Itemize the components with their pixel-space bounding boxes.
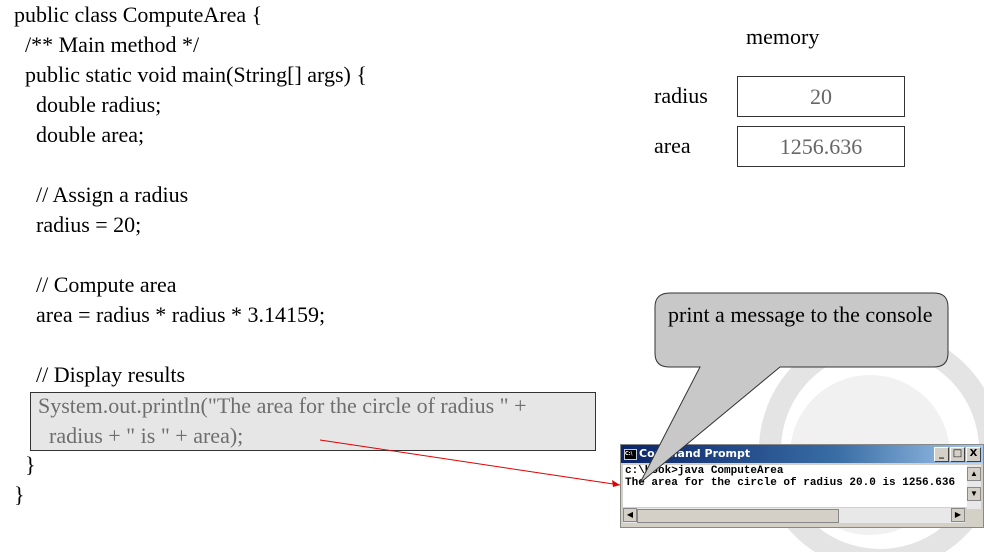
code-line: // Compute area (14, 272, 177, 297)
memory-title: memory (746, 24, 820, 49)
arrow-head (612, 480, 620, 487)
close-button[interactable]: X (966, 447, 981, 462)
callout-bubble (639, 292, 949, 484)
highlighted-statement: System.out.println("The area for the cir… (30, 392, 596, 451)
scroll-left-icon[interactable]: ◀ (623, 508, 637, 522)
minimize-button[interactable]: _ (934, 447, 949, 462)
code-line: radius + " is " + area); (38, 423, 244, 448)
command-prompt-window: C:\ Command Prompt _ □ X c:\book>java Co… (620, 444, 984, 528)
vertical-scrollbar[interactable]: ▲ ▼ (967, 465, 981, 509)
code-line: area = radius * radius * 3.14159; (14, 302, 326, 327)
maximize-button[interactable]: □ (950, 447, 965, 462)
code-line: public static void main(String[] args) { (14, 62, 367, 87)
horizontal-scrollbar[interactable]: ◀ ▶ (623, 508, 965, 523)
memory-var-value: 1256.636 (737, 126, 905, 167)
console-icon: C:\ (624, 449, 637, 460)
scroll-thumb[interactable] (637, 509, 839, 523)
code-line: // Display results (14, 362, 186, 387)
code-line: radius = 20; (14, 212, 142, 237)
scroll-right-icon[interactable]: ▶ (951, 508, 965, 522)
memory-var-label: area (654, 133, 691, 158)
callout-text: print a message to the console (668, 302, 933, 327)
memory-var-label: radius (654, 83, 708, 108)
code-line: double radius; (14, 92, 162, 117)
code-line: public class ComputeArea { (14, 2, 263, 27)
title-bar: C:\ Command Prompt _ □ X (621, 445, 983, 463)
code-line: /** Main method */ (14, 32, 200, 57)
scroll-down-icon[interactable]: ▼ (967, 487, 981, 501)
arrow-line (319, 439, 621, 486)
code-line: } (14, 482, 25, 507)
code-line: } (14, 452, 36, 477)
console-line: The area for the circle of radius 20.0 i… (625, 477, 956, 489)
code-line: System.out.println("The area for the cir… (38, 393, 527, 418)
code-line: // Assign a radius (14, 182, 189, 207)
code-line: double area; (14, 122, 145, 147)
memory-var-value: 20 (737, 76, 905, 117)
scroll-up-icon[interactable]: ▲ (967, 467, 981, 481)
